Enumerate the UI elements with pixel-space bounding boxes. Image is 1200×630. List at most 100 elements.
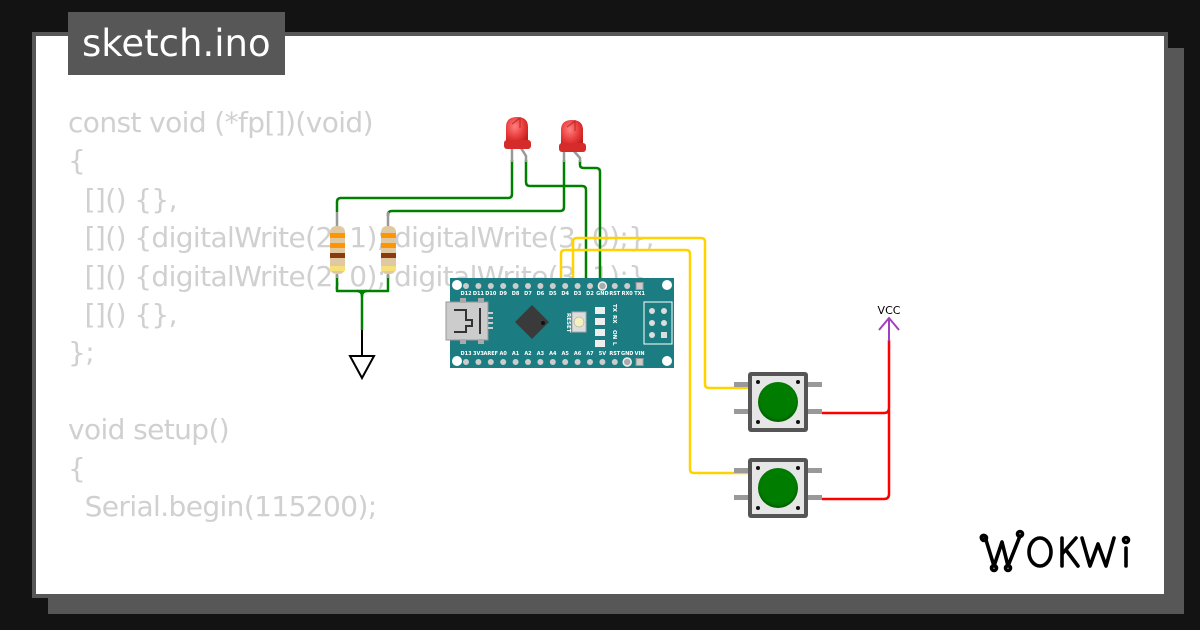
pin-label: A3 <box>537 351 545 357</box>
pin-a6[interactable] <box>574 359 581 365</box>
svg-text:L: L <box>611 342 617 346</box>
pin-label: GND <box>621 351 633 357</box>
code-line: const void (*fp[])(void) <box>68 106 374 139</box>
code-line: void setup() <box>68 413 230 447</box>
pin-a5[interactable] <box>562 359 569 365</box>
pin-tx1[interactable] <box>635 282 644 290</box>
pin-a1[interactable] <box>512 359 519 365</box>
code-line: []() {digitalWrite(2, 1); digitalWrite(3… <box>68 221 655 255</box>
pin-label: RST <box>609 351 620 357</box>
pin-label: D10 <box>485 291 497 297</box>
pin-5v[interactable] <box>599 359 606 365</box>
pin-label: TX1 <box>634 291 645 297</box>
pin-label: GND <box>596 291 608 297</box>
vcc-label: VCC <box>878 304 901 317</box>
wire-led1-d3 <box>524 160 588 290</box>
svg-text:ON: ON <box>611 330 617 340</box>
code-line: { <box>68 451 86 485</box>
pin-a0[interactable] <box>500 359 507 365</box>
wokwi-logo <box>979 529 1131 573</box>
button-btn2[interactable] <box>734 458 822 518</box>
pin-label: A0 <box>500 351 508 357</box>
code-view: const void (*fp[])(void) { []() {}, []() … <box>68 104 654 526</box>
pin-label: AREF <box>484 351 499 357</box>
pin-label: 5V <box>599 351 606 357</box>
led2[interactable] <box>559 119 586 152</box>
pin-label: RST <box>609 291 620 297</box>
resistor-r1[interactable] <box>330 212 345 278</box>
pin-d3[interactable] <box>574 283 581 289</box>
file-tab[interactable]: sketch.ino <box>68 12 285 75</box>
pin-rst[interactable] <box>611 359 618 365</box>
wire-resistors-gnd <box>335 275 390 330</box>
pin-rx0[interactable] <box>624 283 631 289</box>
pin-3v3[interactable] <box>475 359 482 365</box>
pin-label: VIN <box>635 351 645 357</box>
pin-vin[interactable] <box>635 358 644 366</box>
pin-label: D3 <box>574 291 582 297</box>
wire-led2-d2 <box>578 160 602 290</box>
pin-label: RX0 <box>622 291 634 297</box>
svg-text:RESET: RESET <box>565 313 571 333</box>
button-btn1[interactable] <box>734 372 822 432</box>
pin-a3[interactable] <box>537 359 544 365</box>
pin-d11[interactable] <box>475 283 482 289</box>
pin-a7[interactable] <box>587 359 593 365</box>
led1[interactable] <box>504 116 531 149</box>
pin-label: D2 <box>586 291 594 297</box>
pin-d10[interactable] <box>487 283 494 289</box>
resistor-r2[interactable] <box>381 212 396 278</box>
pin-d9[interactable] <box>500 283 507 289</box>
code-line: { <box>68 144 86 178</box>
wire-btn2-vcc <box>822 410 891 501</box>
pin-d6[interactable] <box>537 283 544 289</box>
icsp-header <box>643 301 673 345</box>
pin-d13[interactable] <box>463 359 469 365</box>
pin-label: A6 <box>574 351 582 357</box>
code-line: Serial.begin(115200); <box>68 489 378 523</box>
svg-text:RX: RX <box>611 315 617 324</box>
pin-a4[interactable] <box>549 359 556 365</box>
power-wires <box>822 340 891 501</box>
pin-gnd[interactable] <box>597 281 608 291</box>
pin-aref[interactable] <box>487 359 494 365</box>
svg-text:TX: TX <box>611 304 617 313</box>
pin-label: D5 <box>549 291 557 297</box>
pin-d4[interactable] <box>562 283 569 289</box>
status-leds: TX RX ON L <box>595 304 617 347</box>
pin-label: A7 <box>586 351 594 357</box>
pin-label: D13 <box>460 351 472 357</box>
wire-d4-btn1 <box>571 236 748 390</box>
pin-label: D6 <box>537 291 545 297</box>
usb-connector-icon <box>445 298 493 344</box>
pin-d2[interactable] <box>587 283 593 289</box>
pin-label: D9 <box>499 291 507 297</box>
pin-label: D8 <box>512 291 520 297</box>
button-signal-wires <box>559 236 748 475</box>
pin-label: A1 <box>512 351 520 357</box>
code-line: []() {}, <box>68 182 178 216</box>
pin-label: D11 <box>473 291 485 297</box>
pin-d8[interactable] <box>512 283 519 289</box>
pin-label: D7 <box>524 291 532 297</box>
vcc-symbol: VCC <box>878 304 901 341</box>
wire-btn1-vcc <box>822 340 891 415</box>
pin-a2[interactable] <box>525 359 531 365</box>
pin-label: A4 <box>549 351 557 357</box>
pin-label: A5 <box>562 351 570 357</box>
wire-junction <box>356 289 368 298</box>
wire-d5-btn2 <box>559 248 748 475</box>
wire-led1-r1 <box>335 160 514 212</box>
pin-d12[interactable] <box>463 283 469 289</box>
pin-gnd[interactable] <box>622 357 632 367</box>
pin-d5[interactable] <box>549 283 556 289</box>
pin-rst[interactable] <box>611 283 618 289</box>
pin-d7[interactable] <box>525 283 531 289</box>
reset-button[interactable]: RESET <box>565 311 587 333</box>
code-line: []() {}, <box>68 297 178 331</box>
pin-label: D12 <box>460 291 472 297</box>
